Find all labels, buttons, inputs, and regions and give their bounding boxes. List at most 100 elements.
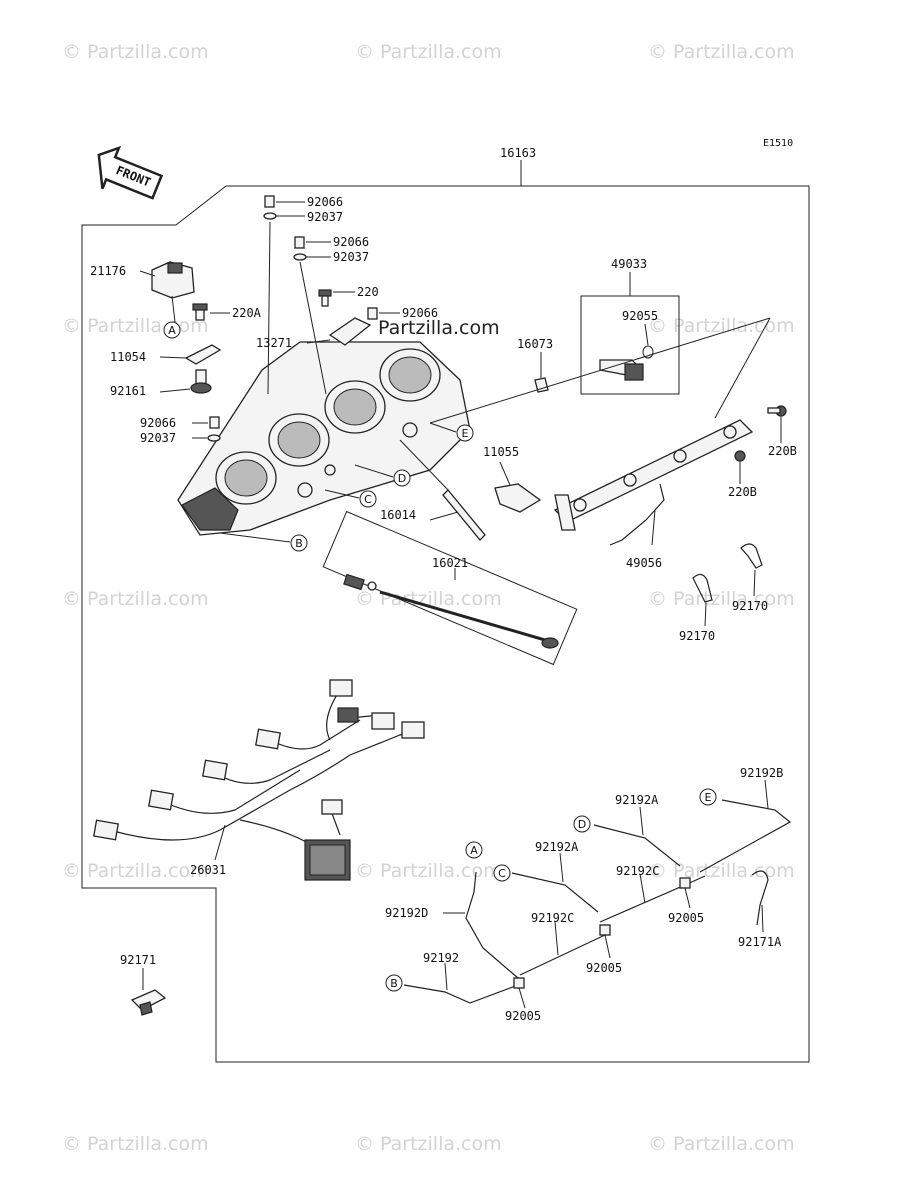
label-92066: 92066: [140, 416, 176, 430]
callout-b: [290, 534, 308, 552]
callout-a: [465, 841, 483, 859]
screw: [734, 450, 746, 462]
screw: [767, 405, 787, 417]
t-joint: [679, 877, 691, 889]
label-26031: 26031: [190, 863, 226, 877]
hose: [699, 799, 792, 873]
callout-e: [699, 788, 717, 806]
callout-c-label: C: [498, 867, 506, 880]
cap: [294, 236, 305, 249]
seal: [534, 377, 549, 393]
throttle-body: [177, 341, 471, 536]
callout-c: [359, 490, 377, 508]
leader-line: [267, 221, 271, 395]
leader-line: [159, 388, 191, 393]
bracket: [184, 344, 222, 365]
leader-line: [604, 934, 611, 959]
o-ring: [642, 345, 654, 359]
label-16021: 16021: [432, 556, 468, 570]
watermark: © Partzilla.com: [355, 860, 502, 882]
damper: [190, 369, 212, 394]
watermark: © Partzilla.com: [355, 1133, 502, 1155]
callout-b: [385, 974, 403, 992]
leader-line: [499, 461, 511, 486]
clamp: [692, 573, 713, 603]
label-16163: 16163: [500, 146, 536, 160]
label-92066: 92066: [307, 195, 343, 209]
clip: [207, 434, 221, 442]
screw: [192, 303, 208, 321]
label-92192D: 92192D: [385, 906, 428, 920]
cap: [209, 416, 220, 429]
watermark: © Partzilla.com: [648, 1133, 795, 1155]
label-220B: 220B: [768, 444, 797, 458]
leader-line: [159, 356, 187, 359]
t-joint: [513, 977, 525, 989]
label-92192C: 92192C: [616, 864, 659, 878]
callout-e-label: E: [705, 791, 712, 804]
leader-line: [299, 261, 327, 395]
watermark: © Partzilla.com: [648, 588, 795, 610]
leader-line: [444, 962, 448, 991]
hose: [465, 871, 519, 979]
leader-line: [306, 339, 331, 344]
label-92170: 92170: [732, 599, 768, 613]
leader-line: [753, 569, 756, 597]
throttle-sensor: [151, 261, 195, 299]
label-92192A: 92192A: [615, 793, 659, 807]
rod-box: [322, 510, 578, 666]
label-92066: 92066: [333, 235, 369, 249]
label-92171A: 92171A: [738, 935, 782, 949]
callout-b-label: B: [295, 537, 303, 550]
callout-e: [456, 424, 474, 442]
leader-line: [139, 270, 156, 277]
assembly-boundary: [81, 185, 810, 1063]
fuel-injector: [599, 359, 644, 381]
fuel-pipe: [609, 483, 665, 546]
leader-line: [214, 824, 226, 861]
watermark: © Partzilla.com: [355, 588, 502, 610]
callout-c: [493, 864, 511, 882]
callout-d: [393, 469, 411, 487]
throttle-link: [442, 489, 486, 541]
label-92192A: 92192A: [535, 840, 579, 854]
hose: [511, 872, 599, 913]
leader-line: [684, 887, 691, 909]
label-220: 220: [357, 285, 379, 299]
watermark: © Partzilla.com: [62, 860, 209, 882]
label-92161: 92161: [110, 384, 146, 398]
callout-d-label: D: [578, 818, 586, 831]
watermark: © Partzilla.com: [355, 41, 502, 63]
callout-e-label: E: [462, 427, 469, 440]
callout-a: [163, 321, 181, 339]
watermark: © Partzilla.com: [62, 41, 209, 63]
leader-line: [554, 921, 559, 956]
label-11055: 11055: [483, 445, 519, 459]
leader-line: [714, 317, 771, 419]
diagram-code: E1510: [763, 138, 793, 149]
label-92005: 92005: [668, 911, 704, 925]
leader-line: [429, 511, 459, 521]
bracket: [328, 317, 372, 346]
leader-line: [429, 317, 771, 424]
overlay-watermark: Partzilla.com: [378, 317, 500, 339]
label-49033: 49033: [611, 257, 647, 271]
label-16073: 16073: [517, 337, 553, 351]
rail-bracket: [494, 483, 542, 513]
label-220A: 220A: [232, 306, 262, 320]
leader-line: [219, 532, 291, 543]
label-13271: 13271: [256, 336, 292, 350]
label-92037: 92037: [140, 431, 176, 445]
leader-line: [518, 987, 526, 1009]
leader-line: [559, 852, 564, 883]
label-220B: 220B: [728, 485, 757, 499]
leader-line: [639, 873, 646, 904]
callout-c-label: C: [364, 493, 372, 506]
watermark: © Partzilla.com: [648, 860, 795, 882]
callout-d: [573, 815, 591, 833]
label-92037: 92037: [333, 250, 369, 264]
leader-line: [354, 464, 394, 478]
leader-line: [639, 806, 644, 836]
callout-b-label: B: [390, 977, 398, 990]
